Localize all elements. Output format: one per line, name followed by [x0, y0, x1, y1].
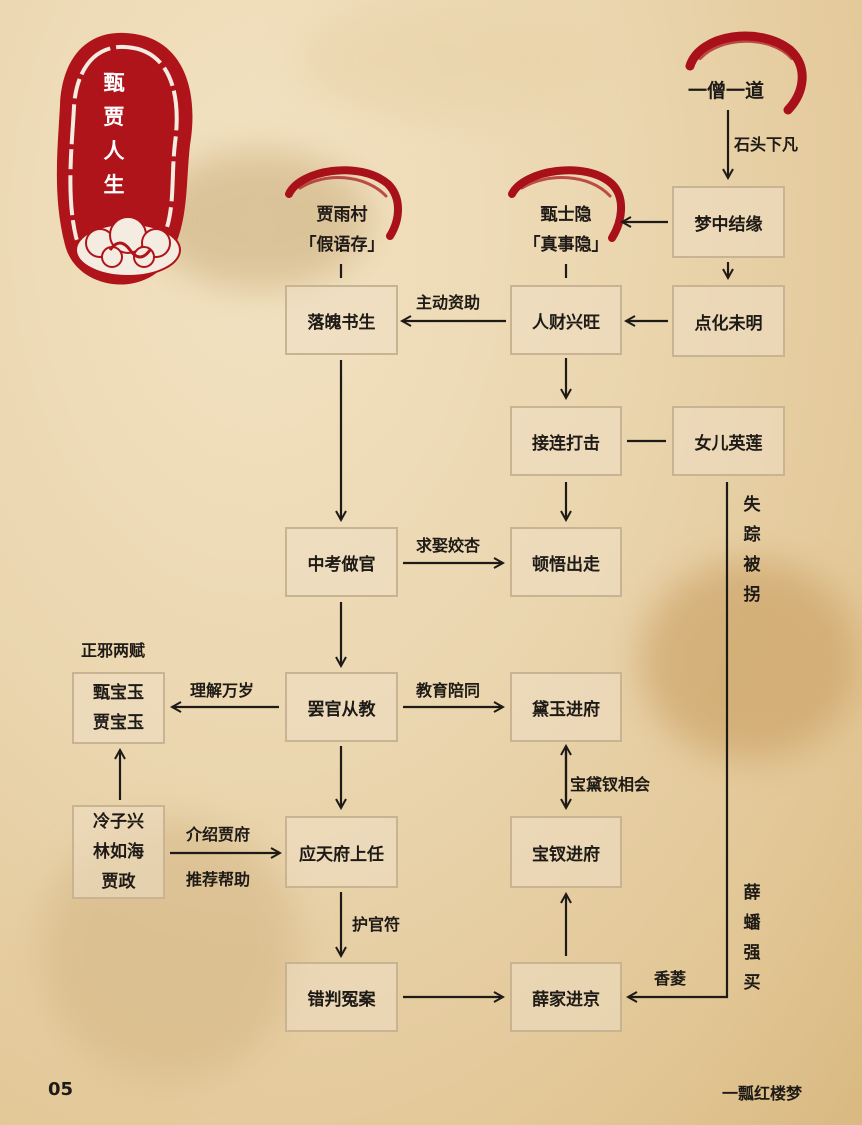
seal-char: 甄 — [103, 71, 125, 95]
node-xuefamily: 薛家进京 — [510, 962, 622, 1032]
seal-char: 人 — [103, 139, 125, 163]
jia-yucun-title: 贾雨村 「假语存」 — [290, 200, 394, 260]
stone-descends-label: 石头下凡 — [734, 135, 799, 154]
recommender-line: 冷子兴 — [93, 812, 144, 832]
kidnapped-char: 踪 — [743, 525, 761, 545]
node-recommenders: 冷子兴 林如海 贾政 — [72, 805, 165, 899]
node-baoyu: 甄宝玉 贾宝玉 — [72, 672, 165, 744]
zhen-shiyin-title: 甄士隐 「真事隐」 — [514, 200, 618, 260]
label-kidnapped: 失 踪 被 拐 — [741, 490, 763, 610]
label-introduce: 介绍贾府 — [186, 825, 251, 844]
node-teach: 罢官从教 — [285, 672, 398, 742]
label-educate: 教育陪同 — [416, 681, 481, 700]
jia-yucun-alias: 「假语存」 — [299, 235, 385, 255]
paper-stain — [640, 560, 860, 760]
recommender-line: 林如海 — [93, 842, 144, 862]
node-dream: 梦中结缘 — [672, 186, 785, 258]
node-blows: 接连打击 — [510, 406, 622, 476]
node-misjudge: 错判冤案 — [285, 962, 398, 1032]
node-yingtian: 应天府上任 — [285, 816, 398, 888]
node-awaken: 顿悟出走 — [510, 527, 622, 597]
label-xuepan: 薛 蟠 强 买 — [741, 878, 763, 998]
paper-stain — [300, 0, 600, 120]
baoyu-line: 甄宝玉 — [93, 683, 144, 703]
brand-name: 一瓢红楼梦 — [722, 1084, 803, 1103]
kidnapped-char: 被 — [743, 555, 761, 575]
monk-taoist-label: 一僧一道 — [688, 80, 765, 102]
label-zhengxie: 正邪两赋 — [81, 641, 146, 660]
zhen-shiyin-alias: 「真事隐」 — [523, 235, 609, 255]
kidnapped-char: 失 — [743, 495, 761, 515]
page-number: 05 — [48, 1079, 74, 1100]
node-exam: 中考做官 — [285, 527, 398, 597]
jia-yucun-name: 贾雨村 — [316, 205, 368, 225]
node-enlighten: 点化未明 — [672, 285, 785, 357]
label-protect-talisman: 护官符 — [352, 915, 401, 934]
seal-char: 生 — [103, 173, 125, 197]
zhen-shiyin-name: 甄士隐 — [540, 205, 592, 225]
label-baodai-meet: 宝黛钗相会 — [570, 775, 651, 794]
xuepan-char: 薛 — [743, 883, 761, 903]
recommender-line: 贾政 — [101, 872, 136, 892]
seal-stamp — [56, 32, 193, 285]
node-daiyu: 黛玉进府 — [510, 672, 622, 742]
node-wealthy: 人财兴旺 — [510, 285, 622, 355]
seal-title: 甄 贾 人 生 — [100, 66, 128, 202]
baoyu-line: 贾宝玉 — [93, 713, 144, 733]
xuepan-char: 强 — [743, 943, 761, 963]
node-scholar: 落魄书生 — [285, 285, 398, 355]
label-sponsor: 主动资助 — [416, 293, 481, 312]
kidnapped-char: 拐 — [743, 585, 761, 605]
xuepan-char: 蟠 — [743, 913, 761, 933]
xuepan-char: 买 — [743, 973, 761, 993]
seal-char: 贾 — [103, 105, 125, 129]
node-baochai: 宝钗进府 — [510, 816, 622, 888]
label-understand: 理解万岁 — [190, 681, 255, 700]
node-daughter: 女儿英莲 — [672, 406, 785, 476]
label-recommend: 推荐帮助 — [186, 870, 251, 889]
label-marry-jiaoxing: 求娶姣杏 — [416, 536, 481, 555]
label-xiangling: 香菱 — [654, 969, 687, 988]
